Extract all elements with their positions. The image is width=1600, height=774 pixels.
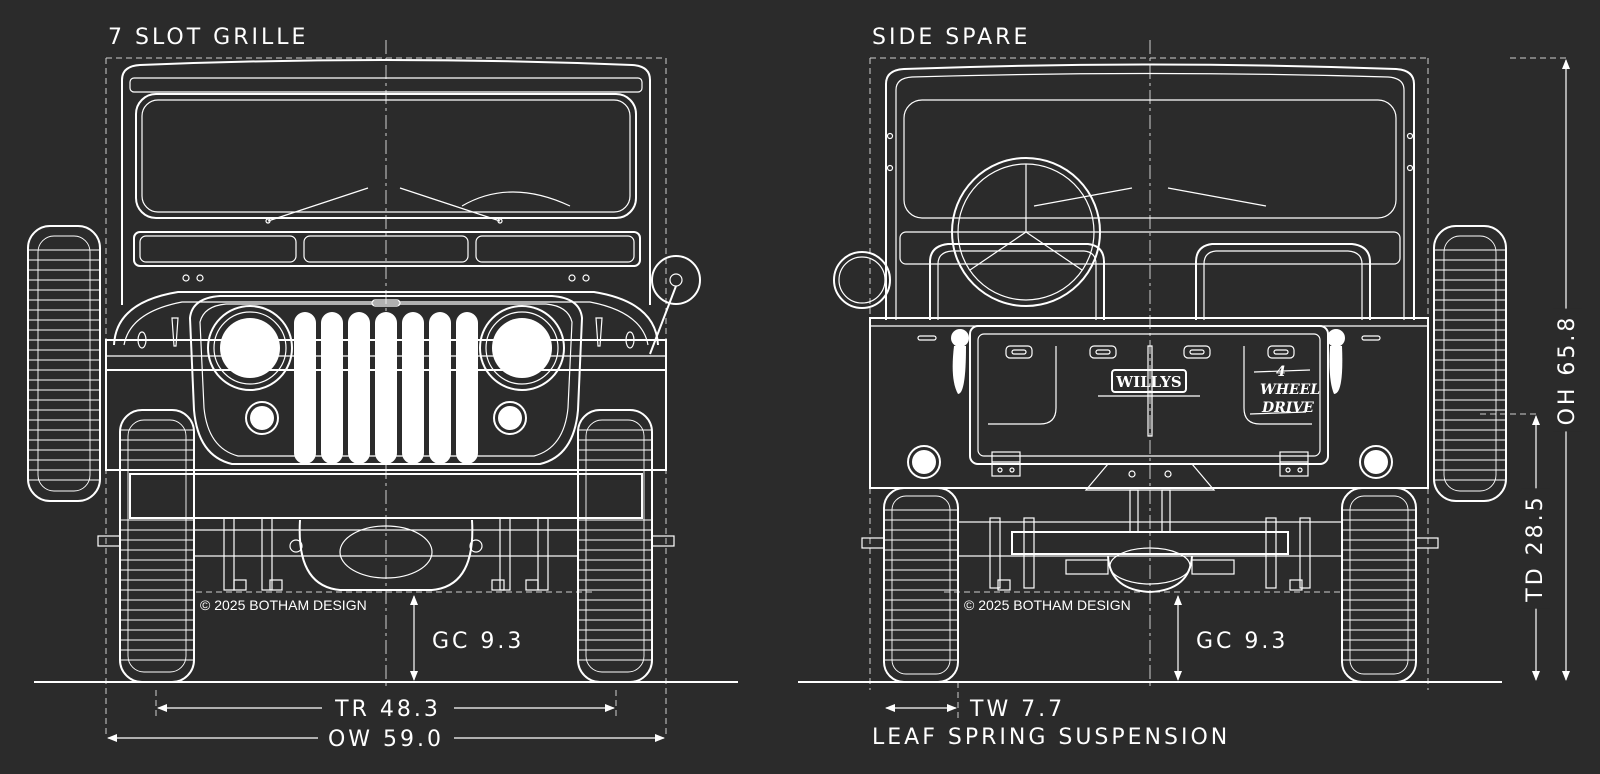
track-width-label: TR 48.3	[334, 697, 441, 722]
rear-axle	[861, 489, 1439, 594]
label-backdrop	[1553, 308, 1582, 432]
tire-width-label: TW 7.7	[969, 697, 1065, 722]
front-copyright: © 2025 BOTHAM DESIGN	[200, 597, 367, 613]
badge-drive-text: DRIVE	[1261, 400, 1314, 416]
rear-copyright: © 2025 BOTHAM DESIGN	[964, 597, 1131, 613]
front-side-mirror	[649, 255, 701, 355]
rear-ground-clearance-label: GC 9.3	[1196, 629, 1288, 654]
rear-wheels	[883, 487, 1417, 683]
badge-wheel-text: WHEEL	[1260, 382, 1320, 398]
front-view	[27, 40, 738, 742]
willys-badge: WILLYS	[1111, 369, 1187, 393]
front-bumper	[129, 473, 643, 519]
rear-title: SIDE SPARE	[872, 25, 1030, 50]
front-spare-tire	[27, 225, 101, 502]
label-backdrop	[1521, 488, 1550, 609]
rear-seats	[929, 243, 1371, 320]
rear-side-spare-tire	[1433, 225, 1507, 502]
overall-width-label: OW 59.0	[328, 727, 444, 752]
front-title: 7 SLOT GRILLE	[108, 25, 308, 50]
front-ground-clearance-label: GC 9.3	[432, 629, 524, 654]
badge-4-text: 4	[1276, 364, 1286, 380]
front-axle	[97, 517, 675, 591]
rear-windshield	[885, 63, 1415, 320]
rear-body-tub	[869, 317, 1429, 491]
badge-brand-text: WILLYS	[1115, 373, 1182, 391]
rear-view: WILLYS 4 WHEEL DRIVE	[798, 40, 1570, 718]
front-windshield	[121, 59, 651, 305]
front-body	[105, 291, 667, 471]
tailgate-chains	[951, 329, 1345, 394]
overall-height-label: OH 65.8	[1555, 315, 1580, 426]
four-wheel-drive-badge: 4 WHEEL DRIVE	[1249, 364, 1320, 416]
tailgate-height-label: TD 28.5	[1523, 494, 1548, 602]
suspension-label: LEAF SPRING SUSPENSION	[872, 725, 1230, 750]
rear-spare-hub	[833, 251, 891, 309]
front-grille-slots	[294, 312, 478, 464]
